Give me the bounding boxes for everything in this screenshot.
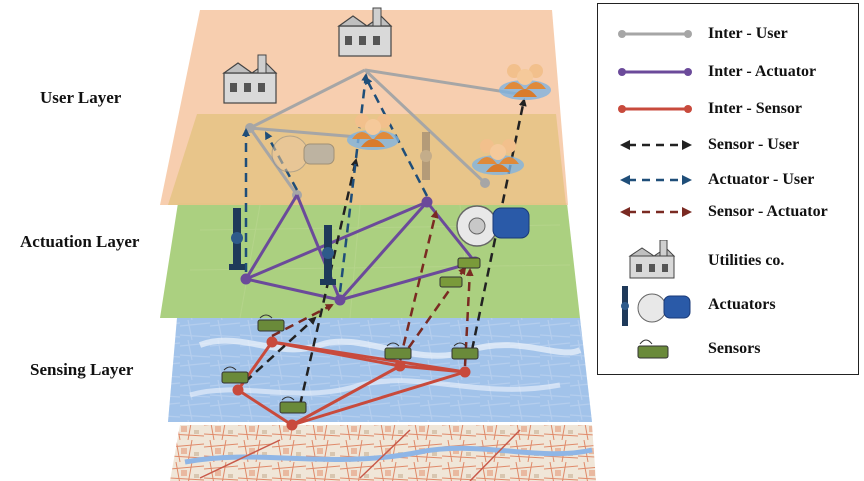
legend-label: Sensor - Actuator: [708, 203, 828, 220]
legend-inter-user: Inter - User: [598, 19, 860, 49]
legend-label: Sensors: [708, 340, 761, 357]
legend-actuator-user: Actuator - User: [598, 165, 860, 195]
valve-actuator-icon: [229, 208, 245, 270]
legend-label: Actuator - User: [708, 171, 815, 188]
legend-label: Inter - User: [708, 25, 788, 42]
sensor-device-icon: [637, 339, 669, 359]
red-line-icon: [618, 105, 692, 113]
sensor-device-icon: [457, 257, 481, 269]
sensor-device-icon: [451, 342, 479, 360]
legend-sensors: Sensors: [598, 334, 860, 364]
black-dashed-arrow-icon: [620, 140, 692, 150]
user-group-icon: [472, 139, 524, 175]
legend-label: Utilities co.: [708, 252, 785, 269]
user-layer-label: User Layer: [40, 88, 122, 107]
legend: Inter - User Inter - Actuator Inter - Se…: [597, 3, 859, 375]
utilities-building-icon: [337, 7, 393, 57]
legend-actuators: Actuators: [598, 284, 860, 328]
sensor-device-icon: [279, 396, 307, 414]
sensing-layer-plane: [168, 318, 592, 422]
actuation-layer-label: Actuation Layer: [20, 232, 140, 251]
legend-label: Sensor - User: [708, 136, 800, 153]
utilities-building-icon: [628, 240, 676, 279]
legend-label: Actuators: [708, 296, 776, 313]
legend-sensor-actuator: Sensor - Actuator: [598, 197, 860, 227]
sensor-device-icon: [257, 314, 285, 332]
legend-utilities: Utilities co.: [598, 240, 860, 280]
pump-actuator-icon: [271, 135, 335, 173]
user-group-icon: [347, 114, 399, 150]
legend-inter-sensor: Inter - Sensor: [598, 94, 860, 124]
sensor-device-icon: [221, 366, 249, 384]
pump-actuator-icon: [456, 205, 530, 247]
utilities-building-icon: [222, 54, 278, 104]
purple-line-icon: [618, 68, 692, 76]
city-map: [170, 425, 596, 481]
inter-sensor-links: [232, 336, 471, 431]
sensor-device-icon: [384, 342, 412, 360]
legend-sensor-user: Sensor - User: [598, 130, 860, 160]
legend-label: Inter - Sensor: [708, 100, 802, 117]
sensing-layer-label: Sensing Layer: [30, 360, 134, 379]
user-group-icon: [499, 64, 551, 100]
sensor-device-icon: [439, 276, 463, 288]
darkred-dashed-arrow-icon: [620, 207, 692, 217]
legend-label: Inter - Actuator: [708, 63, 817, 80]
gray-line-icon: [618, 30, 692, 38]
blue-dashed-arrow-icon: [620, 175, 692, 185]
valve-actuator-icon: [320, 225, 336, 285]
legend-inter-actuator: Inter - Actuator: [598, 57, 860, 87]
actuators-icon: [621, 286, 691, 326]
valve-actuator-icon: [420, 132, 432, 180]
